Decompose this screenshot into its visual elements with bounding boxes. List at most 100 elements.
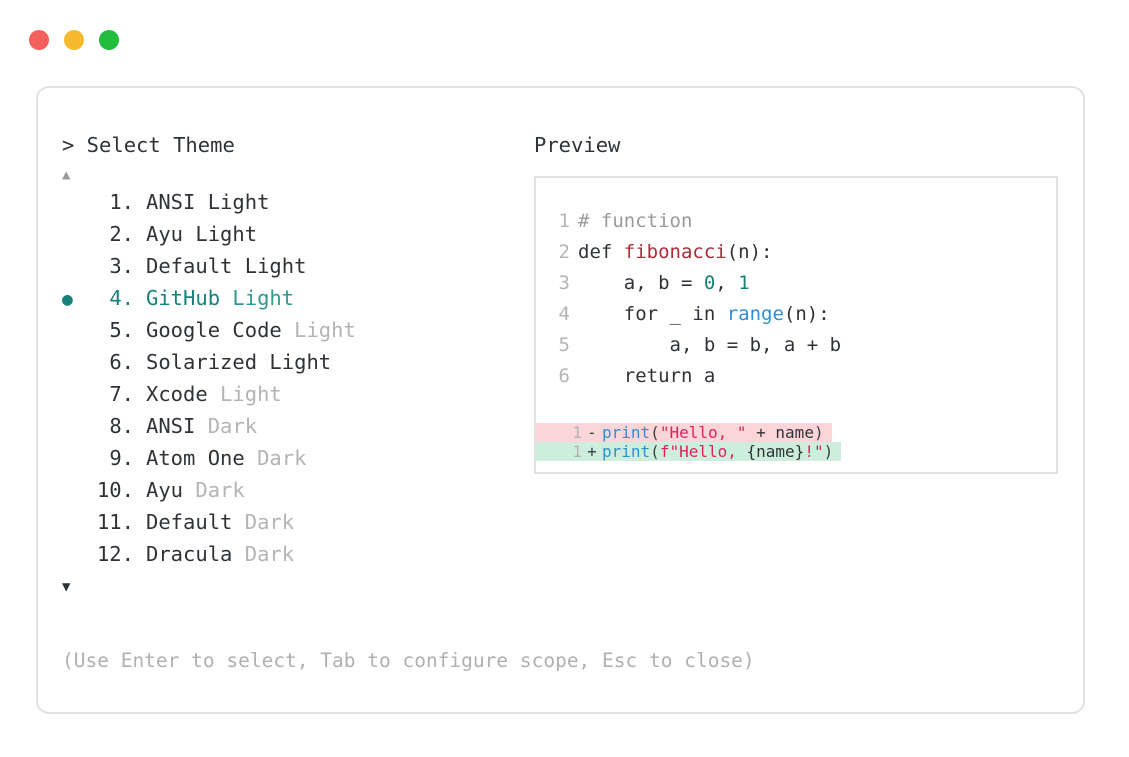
bullet-placeholder: ● (62, 188, 88, 220)
theme-list-item[interactable]: ●1.ANSI Light (62, 186, 532, 218)
theme-item-name: ANSI Dark (146, 414, 258, 438)
theme-item-index: 3. (109, 254, 134, 278)
theme-item-index: 7. (109, 382, 134, 406)
code-token: 1 (738, 272, 750, 294)
code-token: f"Hello, (659, 442, 747, 461)
code-token: print (602, 423, 651, 442)
theme-item-name: Default Dark (146, 510, 295, 534)
selected-bullet-icon: ● (62, 289, 73, 310)
code-blank-line (536, 392, 1056, 423)
theme-list-item[interactable]: ● 5. Google Code Light (62, 314, 532, 346)
code-line-number: 3 (558, 272, 570, 294)
code-line-text: # function (570, 206, 692, 237)
theme-list-item[interactable]: ●3.Default Light (62, 250, 532, 282)
bullet-placeholder: ● (62, 444, 88, 476)
bullet-placeholder: ● (62, 508, 88, 540)
code-token: a, b = b, a + b (578, 334, 842, 356)
close-dot[interactable] (29, 30, 49, 50)
theme-item-name: Google Code Light (146, 318, 356, 342)
diff-line-text: print("Hello, " + name) (602, 423, 832, 442)
bullet-placeholder: ● (62, 412, 88, 444)
theme-item-index: 9. (109, 446, 134, 470)
theme-list-item[interactable]: ●12.Dracula Dark (62, 538, 532, 570)
theme-item-name: Ayu Light (146, 222, 258, 246)
theme-item-variant: Light (220, 286, 295, 310)
theme-list-item[interactable]: ●11.Default Dark (62, 506, 532, 538)
theme-list-item[interactable]: ● 4. GitHub Light (62, 282, 532, 314)
code-token: "Hello, " (659, 423, 747, 442)
theme-list[interactable]: ●1.ANSI Light●2.Ayu Light●3.Default Ligh… (62, 186, 532, 570)
theme-list-item[interactable]: ● 6. Solarized Light (62, 346, 532, 378)
bullet-placeholder: ● (62, 348, 88, 380)
bullet-placeholder: ● (62, 316, 88, 348)
code-line-number: 1 (558, 210, 570, 232)
theme-item-variant: Dark (183, 478, 245, 502)
code-token: + name (746, 423, 814, 442)
diff-line-number: 1 (572, 423, 582, 442)
code-token: ( (650, 442, 660, 461)
maximize-dot[interactable] (99, 30, 119, 50)
theme-item-name: Dracula Dark (146, 542, 295, 566)
preview-title: Preview (534, 133, 621, 157)
code-token: ) (823, 442, 834, 461)
code-line-text: def fibonacci(n): (570, 237, 772, 268)
theme-list-item[interactable]: ●7.Xcode Light (62, 378, 532, 410)
scroll-up-arrow-icon[interactable]: ▲ (62, 167, 71, 183)
theme-item-name: GitHub Light (146, 286, 295, 310)
code-token: a, b = (578, 272, 704, 294)
theme-item-index: 4. (109, 286, 134, 310)
code-token: (n): (783, 303, 830, 325)
theme-item-index: 2. (109, 222, 134, 246)
diff-sign: + (587, 442, 597, 461)
code-token: (n): (726, 241, 773, 263)
code-token: # function (578, 210, 693, 232)
bullet-placeholder: ● (62, 220, 88, 252)
theme-picker-card: > Select Theme ▲ ●1.ANSI Light●2.Ayu Lig… (36, 86, 1085, 714)
theme-list-item[interactable]: ● 8. ANSI Dark (62, 410, 532, 442)
theme-item-name: Solarized Light (146, 350, 332, 374)
diff-removed-line: 1-print("Hello, " + name) (536, 423, 832, 442)
theme-list-item[interactable]: ●10.Ayu Dark (62, 474, 532, 506)
theme-item-index: 6. (109, 350, 134, 374)
theme-item-name: Xcode Light (146, 382, 282, 406)
theme-selector-panel: > Select Theme ▲ ●1.ANSI Light●2.Ayu Lig… (62, 132, 532, 596)
code-line-text: a, b = 0, 1 (570, 268, 750, 299)
code-line-number: 2 (558, 241, 570, 263)
code-line: 1 # function (536, 206, 1056, 237)
code-token: {name} (746, 442, 805, 461)
diff-line-number: 1 (572, 442, 582, 461)
code-line-number: 6 (558, 365, 570, 387)
minimize-dot[interactable] (64, 30, 84, 50)
theme-item-variant: Light (257, 350, 332, 374)
code-token: return a (578, 365, 716, 387)
code-token: def (578, 241, 624, 263)
scroll-down-arrow-icon[interactable]: ▼ (62, 579, 71, 595)
keyboard-hint-text: (Use Enter to select, Tab to configure s… (62, 649, 755, 672)
code-line: 3 a, b = 0, 1 (536, 268, 1056, 299)
theme-item-variant: Dark (244, 446, 307, 470)
theme-list-item[interactable]: ● 2. Ayu Light (62, 218, 532, 250)
theme-item-index: 10. (96, 478, 134, 502)
code-token: , (715, 272, 739, 294)
theme-list-item[interactable]: ●9.Atom One Dark (62, 442, 532, 474)
theme-item-variant: Light (281, 318, 356, 342)
theme-item-variant: Light (195, 190, 270, 214)
diff-sample: 1-print("Hello, " + name)1+print(f"Hello… (536, 423, 1056, 461)
window-traffic-lights (29, 30, 119, 50)
code-line: 4 for _ in range(n): (536, 299, 1056, 330)
code-token: fibonacci (623, 241, 727, 263)
code-line-text: return a (570, 361, 716, 392)
theme-item-index: 8. (109, 414, 134, 438)
code-line-number: 4 (558, 303, 570, 325)
code-line-text: a, b = b, a + b (570, 330, 842, 361)
theme-item-index: 5. (109, 318, 134, 342)
diff-sign: - (587, 423, 597, 442)
bullet-placeholder: ● (62, 540, 88, 572)
code-line: 5 a, b = b, a + b (536, 330, 1056, 361)
code-token: !" (804, 442, 824, 461)
code-line-number: 5 (558, 334, 570, 356)
prompt-label: > Select Theme (62, 133, 235, 157)
